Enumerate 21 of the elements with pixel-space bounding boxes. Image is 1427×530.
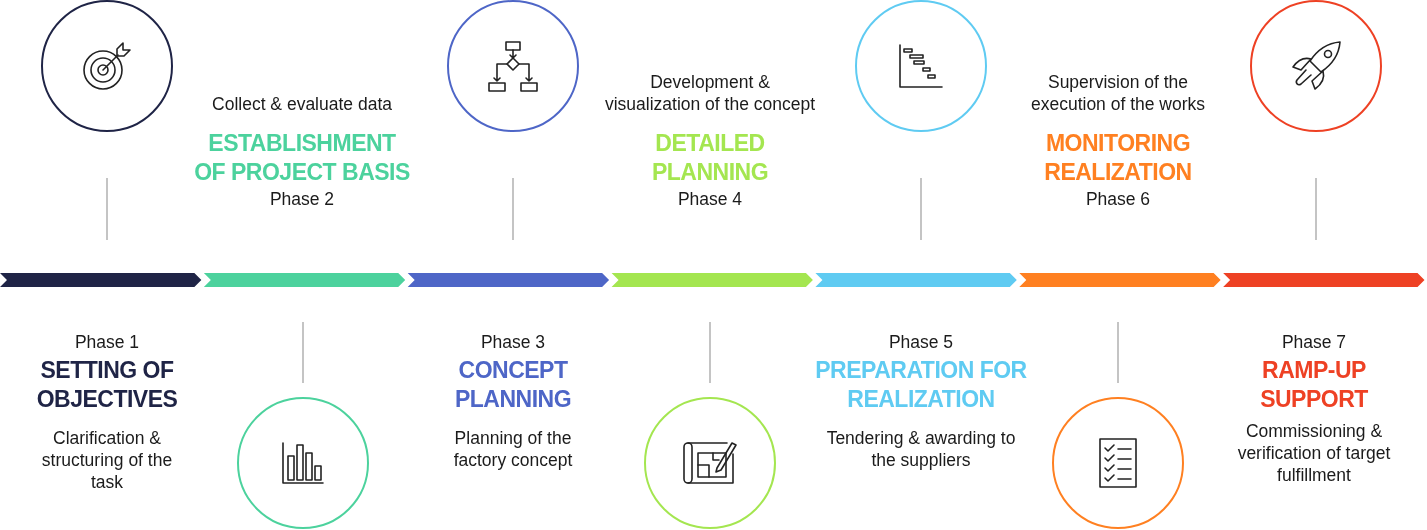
phase-description: Supervision of the execution of the works <box>1030 71 1206 115</box>
phase-number: Phase 5 <box>888 331 954 353</box>
phase-title: CONCEPT PLANNING <box>454 355 572 414</box>
phase-description: Planning of the factory concept <box>453 427 573 471</box>
phase-title: DETAILED PLANNING <box>651 128 769 187</box>
phase-number: Phase 6 <box>1085 188 1151 210</box>
phase-number: Phase 1 <box>74 331 140 353</box>
phase-number: Phase 2 <box>269 188 335 210</box>
phase-number: Phase 3 <box>480 331 546 353</box>
phase-title: ESTABLISHMENT OF PROJECT BASIS <box>194 128 410 187</box>
phase-description: Development & visualization of the concept <box>604 71 816 115</box>
phase-description: Collect & evaluate data <box>212 93 392 115</box>
phase-description: Clarification & structuring of the task <box>41 427 173 493</box>
phase-number: Phase 7 <box>1281 331 1347 353</box>
phase-title: MONITORING REALIZATION <box>1044 128 1192 187</box>
phase-title: RAMP-UP SUPPORT <box>1260 355 1368 414</box>
phase-title: PREPARATION FOR REALIZATION <box>815 355 1027 414</box>
phase-title: SETTING OF OBJECTIVES <box>36 355 178 414</box>
phase-description: Tendering & awarding to the suppliers <box>826 427 1016 471</box>
phase-number: Phase 4 <box>677 188 743 210</box>
phase-description: Commissioning & verification of target fulfillment <box>1237 420 1391 486</box>
